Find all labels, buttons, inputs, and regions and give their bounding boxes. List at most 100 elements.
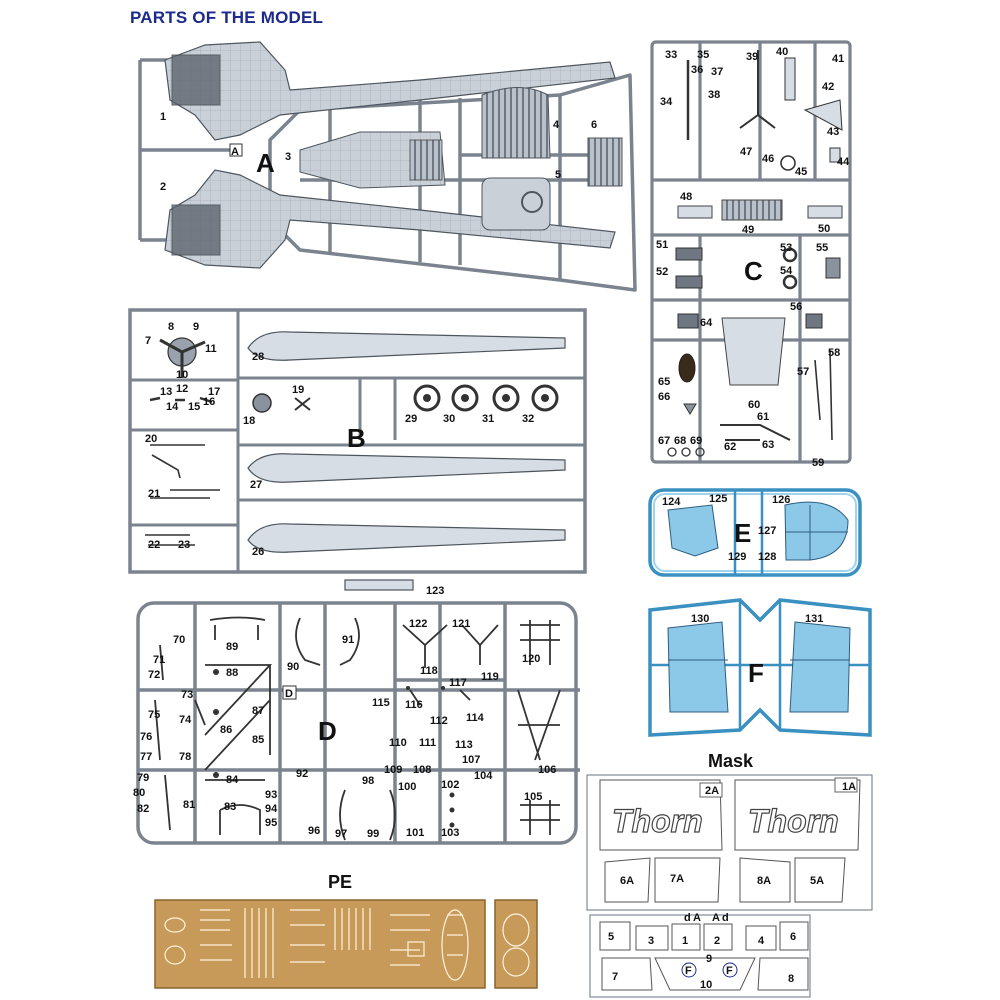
part-label-39: 39 — [746, 51, 758, 63]
part-label-22: 22 — [148, 539, 160, 551]
part-label-3: 3 — [285, 151, 291, 163]
part-label-40: 40 — [776, 46, 788, 58]
mask-label-9: 9 — [706, 953, 712, 965]
sprue-d-letter: D — [318, 716, 337, 746]
mask-sheet: Thorn Thorn 1A 2A 5A 6A 7A 8A — [586, 774, 873, 998]
part-label-4: 4 — [553, 119, 560, 131]
part-label-126: 126 — [772, 494, 790, 506]
part-2-fuselage-half — [164, 169, 616, 269]
part-label-112: 112 — [430, 715, 448, 727]
mask-label-8a: 8A — [757, 875, 771, 887]
wing-struts — [247, 331, 566, 553]
sprue-c-labels: C 33 34 35 36 37 38 39 40 41 42 43 44 45… — [656, 46, 850, 469]
part-label-79: 79 — [137, 772, 149, 784]
part-label-108: 108 — [413, 764, 431, 776]
part-label-1: 1 — [160, 111, 166, 123]
mask-label-2: 2 — [714, 935, 720, 947]
part-label-109: 109 — [384, 764, 402, 776]
part-label-69: 69 — [690, 435, 702, 447]
part-label-94: 94 — [265, 803, 278, 815]
mask-label-7a: 7A — [670, 873, 684, 885]
mask-label-1: 1 — [682, 935, 688, 947]
part-label-102: 102 — [441, 779, 459, 791]
mask-label-10: 10 — [700, 979, 712, 991]
part-28-strut — [247, 331, 566, 361]
mask-label-a-left: A — [693, 912, 701, 924]
sprue-e: E 124 125 126 127 128 129 — [648, 488, 862, 577]
part-label-73: 73 — [181, 689, 193, 701]
part-26-strut — [247, 523, 566, 553]
part-label-120: 120 — [522, 653, 540, 665]
part-label-123: 123 — [426, 585, 444, 597]
part-label-75: 75 — [148, 709, 160, 721]
part-1-fuselage-half — [164, 41, 616, 141]
part-label-116: 116 — [405, 699, 423, 711]
mask-logo-left: Thorn — [612, 803, 703, 839]
mask-label-3: 3 — [648, 935, 654, 947]
mask-label: Mask — [708, 751, 754, 771]
part-label-107: 107 — [462, 754, 480, 766]
part-label-89: 89 — [226, 641, 238, 653]
page-title: PARTS OF THE MODEL — [130, 8, 324, 27]
part-label-20: 20 — [145, 433, 157, 445]
mask-label-5a: 5A — [810, 875, 824, 887]
part-label-17: 17 — [208, 386, 220, 398]
sprue-f: F 130 131 — [648, 598, 872, 737]
part-label-41: 41 — [832, 53, 844, 65]
sprue-e-letter: E — [734, 518, 751, 548]
part-label-105: 105 — [524, 791, 542, 803]
mask-label-a-right: A — [712, 912, 720, 924]
part-label-16: 16 — [203, 396, 215, 408]
sprue-f-letter: F — [748, 658, 764, 688]
sprue-d-dots — [213, 669, 455, 828]
sprue-c-parts — [667, 50, 843, 457]
part-label-30: 30 — [443, 413, 455, 425]
mask-label-7: 7 — [612, 971, 618, 983]
part-label-104: 104 — [474, 770, 493, 782]
part-label-115: 115 — [372, 697, 390, 709]
part-label-114: 114 — [466, 712, 485, 724]
part-label-42: 42 — [822, 81, 834, 93]
part-label-34: 34 — [660, 96, 673, 108]
part-label-68: 68 — [674, 435, 686, 447]
part-label-45: 45 — [795, 166, 807, 178]
sprue-d-tab — [282, 685, 297, 700]
pe-label: PE — [328, 872, 352, 892]
sprue-a-small-letter: A — [231, 146, 239, 158]
part-label-46: 46 — [762, 153, 774, 165]
part-label-111: 111 — [419, 737, 436, 749]
part-label-106: 106 — [538, 764, 556, 776]
sprue-a-tab — [229, 143, 243, 157]
part-label-66: 66 — [658, 391, 670, 403]
mask-label-d-right: d — [722, 912, 729, 924]
part-label-70: 70 — [173, 634, 185, 646]
part-label-8: 8 — [168, 321, 174, 333]
pe-fret — [154, 899, 538, 989]
part-label-128: 128 — [758, 551, 776, 563]
part-label-61: 61 — [757, 411, 769, 423]
sprue-b-letter: B — [347, 423, 366, 453]
part-label-95: 95 — [265, 817, 277, 829]
sprue-d-small-letter: D — [285, 688, 293, 700]
part-label-32: 32 — [522, 413, 534, 425]
part-label-10: 10 — [176, 369, 188, 381]
part-label-93: 93 — [265, 789, 277, 801]
part-label-31: 31 — [482, 413, 494, 425]
propeller-parts — [145, 337, 311, 546]
part-label-28: 28 — [252, 351, 264, 363]
part-label-18: 18 — [243, 415, 255, 427]
part-label-97: 97 — [335, 828, 347, 840]
part-label-74: 74 — [179, 714, 192, 726]
part-label-21: 21 — [148, 488, 160, 500]
part-label-77: 77 — [140, 751, 152, 763]
part-label-6: 6 — [591, 119, 597, 131]
part-label-52: 52 — [656, 266, 668, 278]
part-label-90: 90 — [287, 661, 299, 673]
mask-label-d-left: d — [684, 912, 691, 924]
part-label-72: 72 — [148, 669, 160, 681]
part-label-12: 12 — [176, 383, 188, 395]
part-label-36: 36 — [691, 64, 703, 76]
part-label-96: 96 — [308, 825, 320, 837]
part-label-85: 85 — [252, 734, 264, 746]
